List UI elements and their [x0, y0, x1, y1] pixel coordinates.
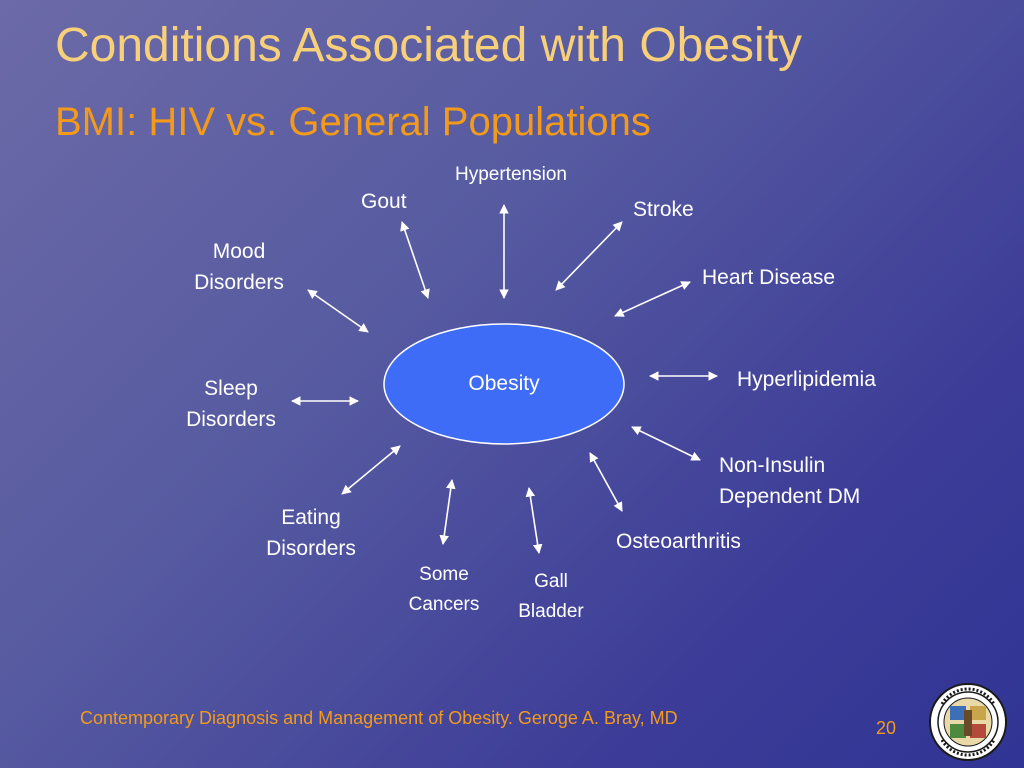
- label-gall-line-1: Gall: [534, 571, 568, 592]
- arrow-gout: [400, 221, 430, 299]
- label-eating-line-2: Disorders: [266, 537, 356, 560]
- arrow-heart-disease: [614, 281, 691, 317]
- label-hyperlipidemia: Hyperlipidemia: [737, 368, 876, 391]
- label-heart-disease: Heart Disease: [702, 266, 836, 289]
- label-sleep-line-1: Sleep: [204, 377, 258, 400]
- slide-subtitle: BMI: HIV vs. General Populations: [55, 100, 651, 144]
- arrow-cancers: [439, 479, 456, 545]
- label-mood-line-2: Disorders: [194, 271, 284, 294]
- label-sleep-line-2: Disorders: [186, 408, 276, 431]
- page-number: 20: [876, 718, 897, 738]
- arrow-eating: [341, 445, 401, 495]
- label-mood-disorders: Mood Disorders: [180, 236, 298, 298]
- label-stroke: Stroke: [633, 198, 694, 221]
- footer-citation: Contemporary Diagnosis and Management of…: [80, 708, 678, 728]
- label-gout: Gout: [361, 190, 407, 213]
- label-cancers-line-1: Some: [419, 564, 469, 585]
- arrow-niddm: [631, 426, 701, 461]
- arrow-stroke: [555, 221, 623, 291]
- obesity-ellipse: [383, 323, 625, 445]
- label-niddm-line-1: Non-Insulin: [719, 454, 826, 477]
- arrow-osteoarthritis: [589, 452, 623, 512]
- slide-title: Conditions Associated with Obesity: [55, 19, 803, 72]
- label-niddm: Non-Insulin Dependent DM: [719, 450, 860, 512]
- label-eating-line-1: Eating: [281, 506, 341, 529]
- arrow-gall-bladder: [525, 487, 543, 554]
- label-gall-line-2: Bladder: [518, 601, 584, 622]
- obesity-label: Obesity: [468, 372, 540, 395]
- label-niddm-line-2: Dependent DM: [719, 485, 861, 508]
- label-eating-disorders: Eating Disorders: [252, 502, 370, 564]
- arrow-mood: [307, 289, 369, 333]
- label-osteoarthritis: Osteoarthritis: [616, 530, 741, 553]
- label-hypertension: Hypertension: [455, 164, 567, 185]
- county-seal-icon: [929, 683, 1007, 761]
- label-sleep-disorders: Sleep Disorders: [172, 373, 290, 435]
- label-some-cancers: Some Cancers: [394, 560, 494, 620]
- label-cancers-line-2: Cancers: [408, 594, 480, 615]
- label-mood-line-1: Mood: [212, 240, 266, 263]
- label-gall-bladder: Gall Bladder: [501, 567, 601, 627]
